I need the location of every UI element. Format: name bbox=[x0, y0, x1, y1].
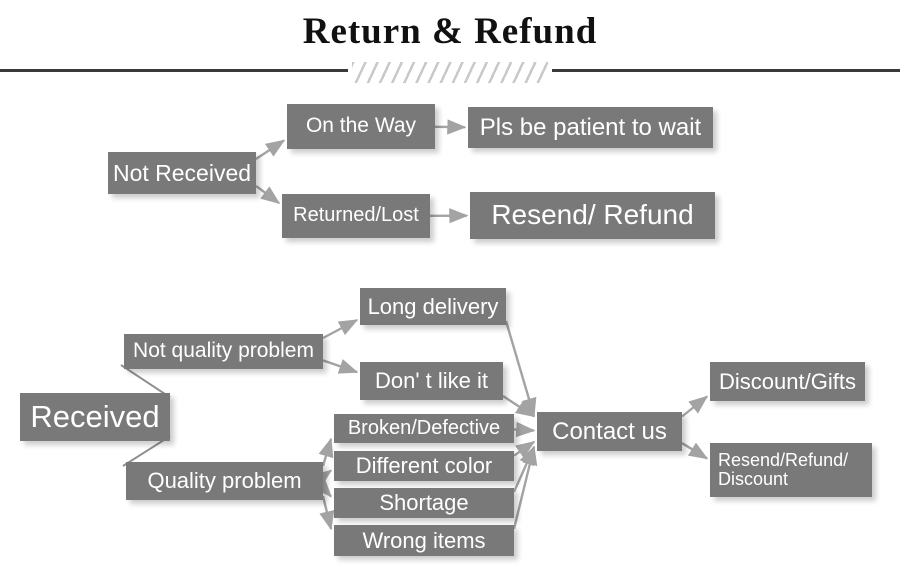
edge-shortage-to-contact-us bbox=[512, 445, 536, 493]
edge-broken-defective-to-contact-us bbox=[513, 421, 536, 438]
edge-quality-problem-to-different-color bbox=[312, 469, 333, 488]
node-not-received: Not Received bbox=[108, 152, 256, 194]
node-label: On the Way bbox=[305, 114, 417, 138]
node-label: Don' t like it bbox=[374, 368, 489, 394]
edge-contact-us-to-resend-refund-disc bbox=[681, 442, 709, 460]
node-label: Not Received bbox=[112, 159, 252, 186]
title-divider bbox=[0, 62, 900, 84]
node-received: Received bbox=[20, 393, 170, 441]
node-label: Contact us bbox=[552, 417, 667, 445]
node-label: Discount/Gifts bbox=[719, 368, 856, 394]
edge-quality-problem-to-shortage bbox=[313, 478, 332, 498]
page-title: Return & Refund bbox=[302, 11, 598, 52]
node-contact-us: Contact us bbox=[537, 412, 682, 451]
node-discount-gifts: Discount/Gifts bbox=[710, 362, 865, 401]
divider-rule-left bbox=[0, 69, 348, 72]
node-label: Different color bbox=[355, 453, 493, 479]
node-dont-like-it: Don' t like it bbox=[360, 362, 503, 400]
node-label: Not quality problem bbox=[133, 339, 314, 363]
node-resend-refund: Resend/ Refund bbox=[470, 192, 715, 239]
node-returned-lost: Returned/Lost bbox=[282, 194, 430, 238]
node-label: Returned/Lost bbox=[293, 204, 419, 227]
node-wrong-items: Wrong items bbox=[334, 525, 514, 556]
edge-not-quality-problem-to-long-delivery bbox=[322, 318, 359, 340]
hatched-divider-icon bbox=[352, 62, 548, 83]
node-resend-refund-disc: Resend/Refund/ Discount bbox=[710, 443, 872, 497]
edge-different-color-to-contact-us bbox=[513, 440, 536, 459]
node-quality-problem: Quality problem bbox=[126, 462, 323, 500]
node-pls-be-patient: Pls be patient to wait bbox=[468, 107, 713, 148]
node-long-delivery: Long delivery bbox=[360, 288, 506, 325]
edge-long-delivery-to-contact-us bbox=[504, 320, 537, 418]
node-label: Shortage bbox=[379, 490, 469, 516]
node-label: Wrong items bbox=[362, 527, 486, 553]
edge-not-quality-problem-to-dont-like-it bbox=[322, 359, 359, 374]
node-label: Long delivery bbox=[367, 293, 499, 319]
edge-wrong-items-to-contact-us bbox=[512, 445, 538, 530]
node-label: Pls be patient to wait bbox=[479, 113, 702, 141]
divider-rule-right bbox=[552, 69, 900, 72]
edge-not-received-to-returned-lost bbox=[255, 184, 281, 205]
node-label: Resend/Refund/ Discount bbox=[718, 449, 849, 489]
node-label: Resend/ Refund bbox=[491, 199, 694, 231]
edge-quality-problem-to-broken-defective bbox=[318, 437, 334, 467]
node-label: Received bbox=[30, 399, 160, 435]
node-label: Quality problem bbox=[147, 468, 302, 494]
node-label: Broken/Defective bbox=[347, 416, 501, 439]
node-shortage: Shortage bbox=[334, 488, 514, 518]
edge-quality-problem-to-wrong-items bbox=[319, 495, 335, 531]
node-not-quality-problem: Not quality problem bbox=[124, 334, 323, 369]
edge-not-received-to-on-the-way bbox=[255, 139, 286, 161]
node-broken-defective: Broken/Defective bbox=[334, 414, 514, 443]
edge-contact-us-to-discount-gifts bbox=[681, 395, 709, 418]
node-on-the-way: On the Way bbox=[287, 104, 435, 149]
node-different-color: Different color bbox=[334, 451, 514, 481]
